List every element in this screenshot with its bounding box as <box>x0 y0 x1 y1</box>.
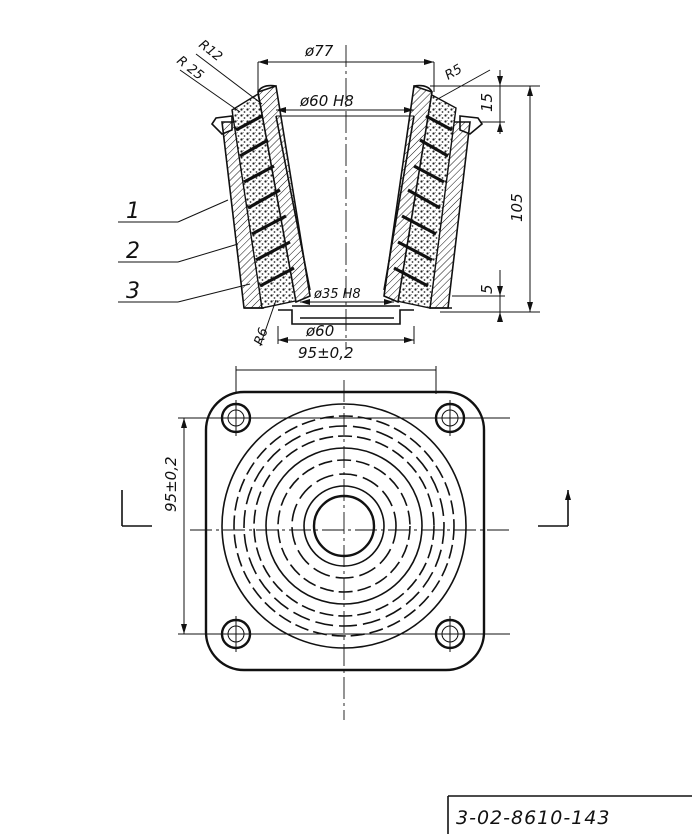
dim-height: 105 <box>508 193 526 222</box>
section-view: ø77 ø60 H8 ø35 H8 ø60 95±0,2 105 <box>118 37 540 362</box>
plan-view: 95±0,2 <box>121 366 571 720</box>
dim-bottom-step: 5 <box>478 284 496 294</box>
title-block: 3-02-8610-143 <box>447 795 692 834</box>
dim-side-base-width: 95±0,2 <box>162 456 180 512</box>
dim-top-bore: ø60 H8 <box>299 92 354 110</box>
dim-top-step: 15 <box>478 93 496 112</box>
document-number: 3-02-8610-143 <box>456 807 610 829</box>
inner-sleeve-left <box>257 84 311 304</box>
dim-bottom-diameter: ø60 <box>305 322 334 340</box>
flange-left <box>210 115 233 135</box>
base-plate <box>204 390 486 672</box>
dim-radius-r6: R6 <box>252 326 272 347</box>
flange-right <box>459 115 484 135</box>
callout-3: 3 <box>126 279 140 304</box>
wire-spiral-right <box>393 114 453 288</box>
callout-1: 1 <box>126 199 140 224</box>
dim-radius-r12: R12 <box>196 37 225 65</box>
callout-2: 2 <box>126 239 140 264</box>
dim-bottom-bore: ø35 H8 <box>313 287 361 302</box>
bottom-cup <box>278 309 414 325</box>
wire-spiral-left <box>235 114 295 288</box>
dim-radius-r5: R5 <box>443 62 465 84</box>
concentric-rings <box>221 403 467 649</box>
dim-base-width: 95±0,2 <box>298 344 354 362</box>
dim-top-outer-diameter: ø77 <box>304 42 334 60</box>
